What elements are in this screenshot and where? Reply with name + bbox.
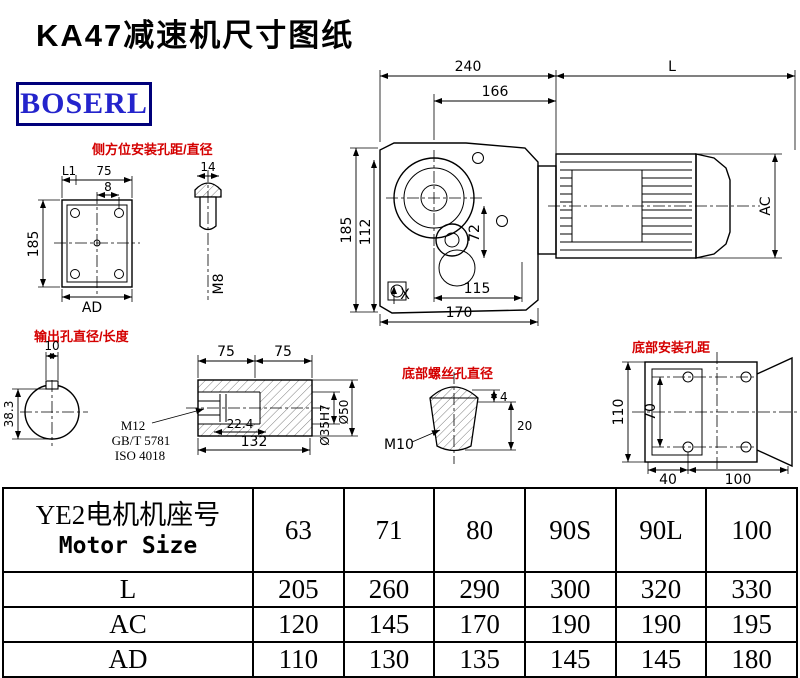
cell-L-71: 260 (342, 571, 436, 608)
cell-AD-63: 110 (252, 641, 345, 678)
dim-72: 72 (467, 224, 483, 242)
cell-AD-90L: 145 (614, 641, 708, 678)
motor-size-80: 80 (433, 487, 526, 573)
bottom-screw-view: 4 20 M10 (384, 372, 532, 464)
cell-AD-100: 180 (705, 641, 798, 678)
dim-10: 10 (44, 339, 59, 353)
dim-38-3: 38.3 (2, 401, 16, 428)
side-plug-detail: 14 M8 (194, 160, 227, 300)
dim-166: 166 (482, 84, 509, 100)
cell-AC-80: 170 (433, 606, 526, 643)
motor-size-100: 100 (705, 487, 798, 573)
dim-185-side: 185 (26, 231, 42, 258)
bottom-screw-label: 底部螺丝孔直径 (402, 366, 494, 381)
cell-L-90L: 320 (614, 571, 708, 608)
cell-L-90S: 300 (523, 571, 617, 608)
table-row-AC: AC 120 145 170 190 190 195 (2, 606, 798, 643)
boserl-logo: BOSERL (16, 82, 152, 126)
table-header-row: YE2电机机座号 Motor Size 63 71 80 90S 90L 100 (2, 487, 798, 573)
dim-4: 4 (500, 390, 508, 404)
cell-AC-63: 120 (252, 606, 345, 643)
cell-AD-90S: 145 (523, 641, 617, 678)
dim-22-4: 22.4 (227, 417, 254, 431)
dim-110: 110 (611, 399, 627, 426)
dim-75-side: 75 (96, 164, 111, 178)
dim-AC: AC (758, 196, 774, 215)
header-en: Motor Size (58, 533, 198, 560)
dim-170: 170 (446, 305, 473, 321)
dim-112: 112 (358, 219, 374, 246)
cell-AC-90L: 190 (614, 606, 708, 643)
dim-75a: 75 (217, 344, 235, 360)
thread-M10: M10 (384, 437, 414, 453)
row-label-AC: AC (2, 606, 254, 643)
motor-size-71: 71 (342, 487, 436, 573)
technical-drawing: 240 L 166 185 112 72 X 115 170 (2, 59, 798, 487)
page-title: KA47减速机尺寸图纸 (36, 18, 355, 53)
main-assembly-view: 240 L 166 185 112 72 X 115 170 (339, 59, 796, 326)
dim-d50: Ø50 (337, 400, 351, 425)
row-label-AD: AD (2, 641, 254, 678)
motor-size-table: YE2电机机座号 Motor Size 63 71 80 90S 90L 100… (2, 487, 798, 678)
dim-185-main: 185 (339, 217, 355, 244)
dim-100: 100 (725, 472, 752, 487)
motor-size-63: 63 (252, 487, 345, 573)
cell-AC-71: 145 (342, 606, 436, 643)
dim-L: L (668, 59, 676, 75)
motor-size-header: YE2电机机座号 Motor Size (2, 487, 254, 573)
std-gbt5781: GB/T 5781 (112, 433, 171, 448)
output-shaft-view: 75 75 22.4 132 M12 GB/T 5781 ISO 4018 Ø3… (112, 344, 358, 463)
dim-M8: M8 (211, 274, 227, 295)
dim-8: 8 (104, 180, 112, 194)
cell-L-100: 330 (705, 571, 798, 608)
cell-L-80: 290 (433, 571, 526, 608)
cell-AD-80: 135 (433, 641, 526, 678)
dim-132: 132 (241, 434, 268, 450)
side-mount-view: L1 75 8 185 AD (26, 164, 140, 316)
dim-14: 14 (200, 160, 215, 174)
cell-AD-71: 130 (342, 641, 436, 678)
dim-75b: 75 (274, 344, 292, 360)
motor-size-90S: 90S (523, 487, 617, 573)
cell-L-63: 205 (252, 571, 345, 608)
dim-115: 115 (464, 281, 491, 297)
table-row-L: L 205 260 290 300 320 330 (2, 571, 798, 608)
thread-M12: M12 (121, 418, 146, 433)
std-iso4018: ISO 4018 (115, 448, 165, 463)
row-label-L: L (2, 571, 254, 608)
bottom-mount-view: 110 70 40 100 (611, 352, 798, 487)
output-hole-label: 输出孔直径/长度 (34, 329, 129, 344)
dim-40: 40 (659, 472, 677, 487)
dim-20: 20 (517, 419, 532, 433)
dim-L1: L1 (62, 164, 76, 178)
header-cn: YE2电机机座号 (35, 500, 221, 531)
output-shaft-end-view: 10 38.3 (2, 339, 88, 446)
cell-AC-100: 195 (705, 606, 798, 643)
cell-AC-90S: 190 (523, 606, 617, 643)
bottom-mount-label: 底部安装孔距 (632, 340, 711, 355)
dim-x-mark: X (400, 287, 410, 303)
dim-240: 240 (455, 59, 482, 75)
dim-70: 70 (643, 403, 659, 421)
dim-d35H7: Ø35H7 (318, 404, 332, 445)
table-row-AD: AD 110 130 135 145 145 180 (2, 641, 798, 678)
dim-AD-view: AD (82, 300, 102, 316)
side-mount-label: 侧方位安装孔距/直径 (92, 142, 213, 157)
motor-size-90L: 90L (614, 487, 708, 573)
